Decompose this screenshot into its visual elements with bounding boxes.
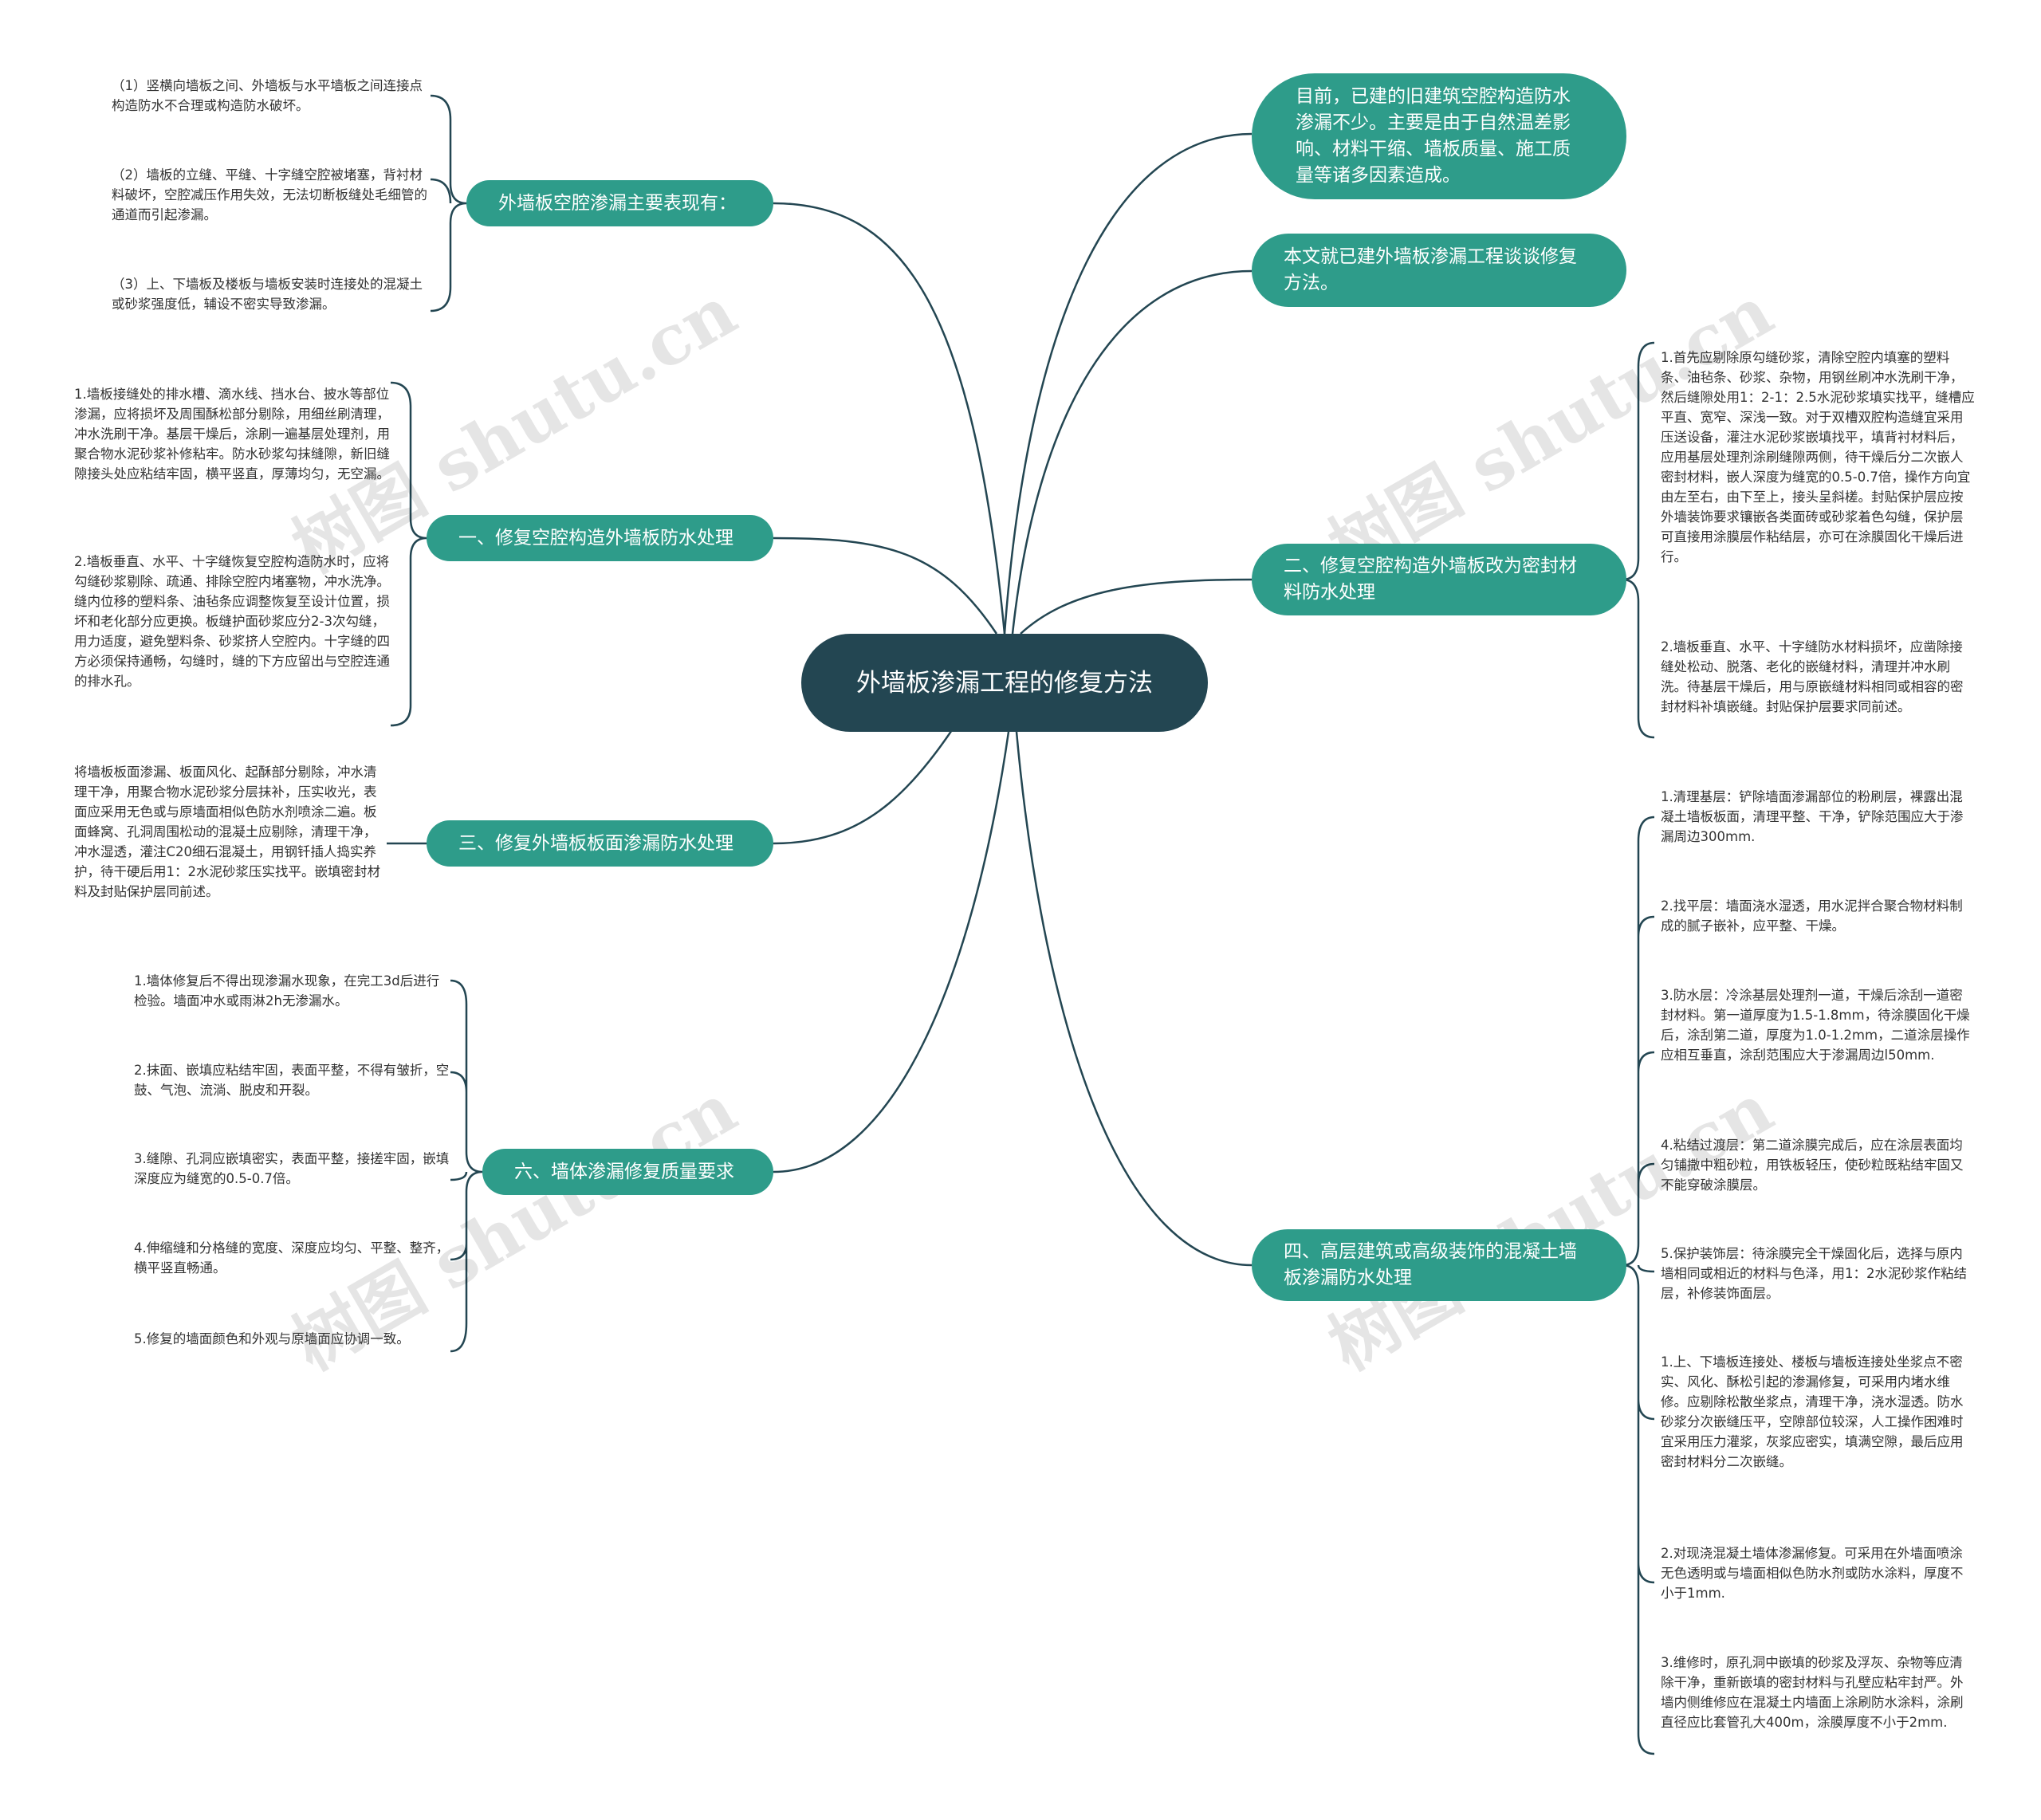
leaf-four-5: 5.保护装饰层：待涂膜完全干燥固化后，选择与原内墙相同或相近的材料与色泽，用1：… [1661, 1246, 1967, 1301]
leaf-four-3: 3.防水层：冷涂基层处理剂一道，干燥后涂刮一道密封材料。第一道厚度为1.5-1.… [1661, 988, 1970, 1063]
leaf-two-1: 1.首先应剔除原勾缝砂浆，清除空腔内填塞的塑料条、油毡条、砂浆、杂物，用钢丝刷冲… [1661, 350, 1975, 564]
link-root-six [773, 731, 1010, 1173]
leaf-six-1: 1.墙体修复后不得出现渗漏水现象，在完工3d后进行检验。墙面冲水或雨淋2h无渗漏… [134, 973, 440, 1008]
leaf-four-7: 2.对现浇混凝土墙体渗漏修复。可采用在外墙面喷涂无色透明或与墙面相似色防水剂或防… [1661, 1546, 1964, 1601]
leaf-four-4: 4.粘结过渡层：第二道涂膜完成后，应在涂层表面均匀铺撒中粗砂粒，用铁板轻压，使砂… [1661, 1138, 1964, 1193]
link-root-intro2 [1011, 269, 1253, 635]
leaf-one-2: 2.墙板垂直、水平、十字缝恢复空腔构造防水时，应将勾缝砂浆剔除、疏通、排除空腔内… [74, 554, 390, 689]
bracket-one [390, 381, 427, 727]
link-root-symptoms [773, 202, 1006, 635]
leaf-two-2: 2.墙板垂直、水平、十字缝防水材料损坏，应凿除接缝处松动、脱落、老化的嵌缝材料，… [1661, 639, 1964, 714]
leaf-four-6: 1.上、下墙板连接处、楼板与墙板连接处坐浆点不密实、风化、酥松引起的渗漏修复，可… [1661, 1354, 1964, 1469]
leaf-six-3: 3.缝隙、孔洞应嵌填密实，表面平整，接搓牢固，嵌填深度应为缝宽的0.5-0.7倍… [134, 1151, 450, 1186]
link-root-intro1 [1003, 132, 1253, 635]
branch-intro1[interactable]: 目前，已建的旧建筑空腔构造防水渗漏不少。主要是由于自然温差影响、材料干缩、墙板质… [1252, 73, 1626, 199]
leaf-six-2: 2.抹面、嵌填应粘结牢固，表面平整，不得有皱折，空鼓、气泡、流淌、脱皮和开裂。 [134, 1063, 450, 1098]
leaf-symptoms-1: （1）竖横向墙板之间、外墙板与水平墙板之间连接点构造防水不合理或构造防水破坏。 [112, 78, 423, 113]
branch-intro2[interactable]: 本文就已建外墙板渗漏工程谈谈修复方法。 [1252, 234, 1626, 307]
bracket-four [1622, 816, 1655, 1755]
branch-one[interactable]: 一、修复空腔构造外墙板防水处理 [427, 515, 773, 561]
leaf-four-1: 1.清理基层：铲除墙面渗漏部位的粉刷层，裸露出混凝土墙板板面，清理平整、干净，铲… [1661, 789, 1964, 844]
leaf-symptoms-2: （2）墙板的立缝、平缝、十字缝空腔被堵塞，背衬材料破坏，空腔减压作用失效，无法切… [112, 167, 427, 222]
link-root-four [1015, 731, 1253, 1267]
branch-symptoms[interactable]: 外墙板空腔渗漏主要表现有： [466, 180, 773, 226]
bracket-symptoms [430, 94, 467, 313]
branch-four[interactable]: 四、高层建筑或高级装饰的混凝土墙板渗漏防水处理 [1252, 1229, 1626, 1301]
branch-two[interactable]: 二、修复空腔构造外墙板改为密封材料防水处理 [1252, 544, 1626, 615]
branch-three[interactable]: 三、修复外墙板板面渗漏防水处理 [427, 820, 773, 867]
bracket-six [450, 979, 483, 1353]
leaf-three-1: 将墙板板面渗漏、板面风化、起酥部分剔除，冲水清理干净，用聚合物水泥砂浆分层抹补，… [74, 765, 380, 899]
leaf-one-1: 1.墙板接缝处的排水槽、滴水线、挡水台、披水等部位渗漏，应将损坏及周围酥松部分剔… [74, 387, 390, 482]
leaf-four-8: 3.维修时，原孔洞中嵌填的砂浆及浮灰、杂物等应清除干净，重新嵌填的密封材料与孔壁… [1661, 1655, 1964, 1730]
link-root-two [1020, 578, 1253, 635]
leaf-six-5: 5.修复的墙面颜色和外观与原墙面应协调一致。 [134, 1331, 410, 1346]
leaf-four-2: 2.找平层：墙面浇水湿透，用水泥拌合聚合物材料制成的腻子嵌补，应平整、干燥。 [1661, 898, 1963, 934]
leaf-six-4: 4.伸缩缝和分格缝的宽度、深度应均匀、平整、整齐，横平竖直畅通。 [134, 1240, 450, 1276]
link-root-one [773, 537, 998, 635]
leaf-symptoms-3: （3）上、下墙板及楼板与墙板安装时连接处的混凝土或砂浆强度低，辅设不密实导致渗漏… [112, 277, 423, 312]
branch-six[interactable]: 六、墙体渗漏修复质量要求 [482, 1149, 773, 1195]
root-node[interactable]: 外墙板渗漏工程的修复方法 [801, 634, 1208, 732]
bracket-two [1622, 341, 1655, 739]
